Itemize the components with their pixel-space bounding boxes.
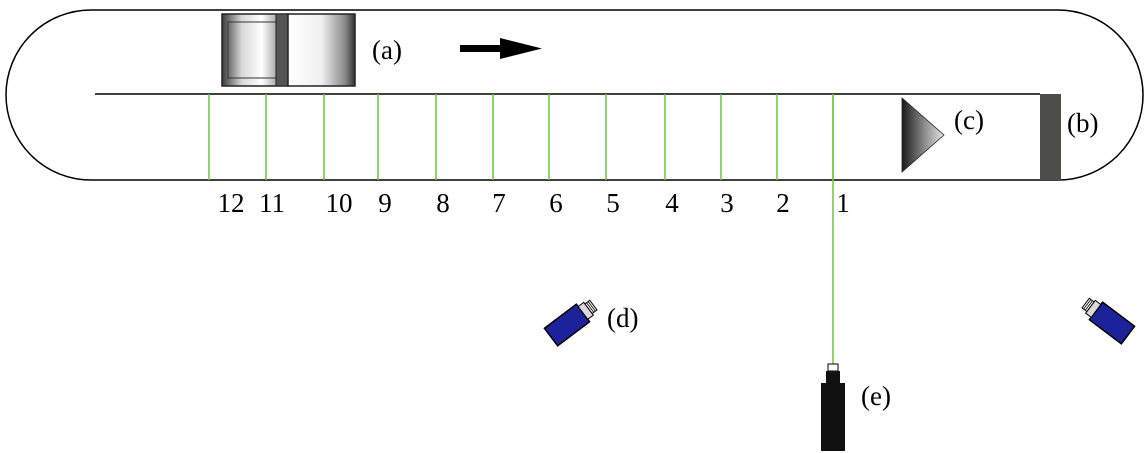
laser-icon [821,363,845,451]
arrow-right-icon [460,38,542,59]
gauge-number: 11 [259,188,285,218]
gauge-number: 2 [776,188,790,218]
prism-label: (c) [954,105,984,135]
gauge-number: 8 [436,188,450,218]
gauge-number: 1 [836,188,850,218]
vehicle-icon [221,13,356,87]
prism-icon [901,97,945,173]
track-outline [5,9,1144,181]
laser-label: (e) [861,381,891,411]
gauge-lines [208,94,834,180]
camera-icon [1081,297,1136,345]
gauge-number: 12 [218,188,245,218]
gauge-number: 7 [492,188,506,218]
gauge-number: 9 [378,188,392,218]
gauge-numbers: 12 11 10 9 8 7 6 5 4 3 2 1 [218,188,850,218]
gauge-number: 4 [665,188,679,218]
camera-label: (d) [607,303,638,333]
gauge-number: 5 [606,188,620,218]
vehicle-label: (a) [372,35,402,65]
gauge-number: 3 [720,188,734,218]
camera-icon [543,299,598,347]
end-wall-label: (b) [1067,108,1098,138]
gauge-number: 6 [549,188,563,218]
end-wall [1040,94,1061,180]
gauge-number: 10 [326,188,353,218]
